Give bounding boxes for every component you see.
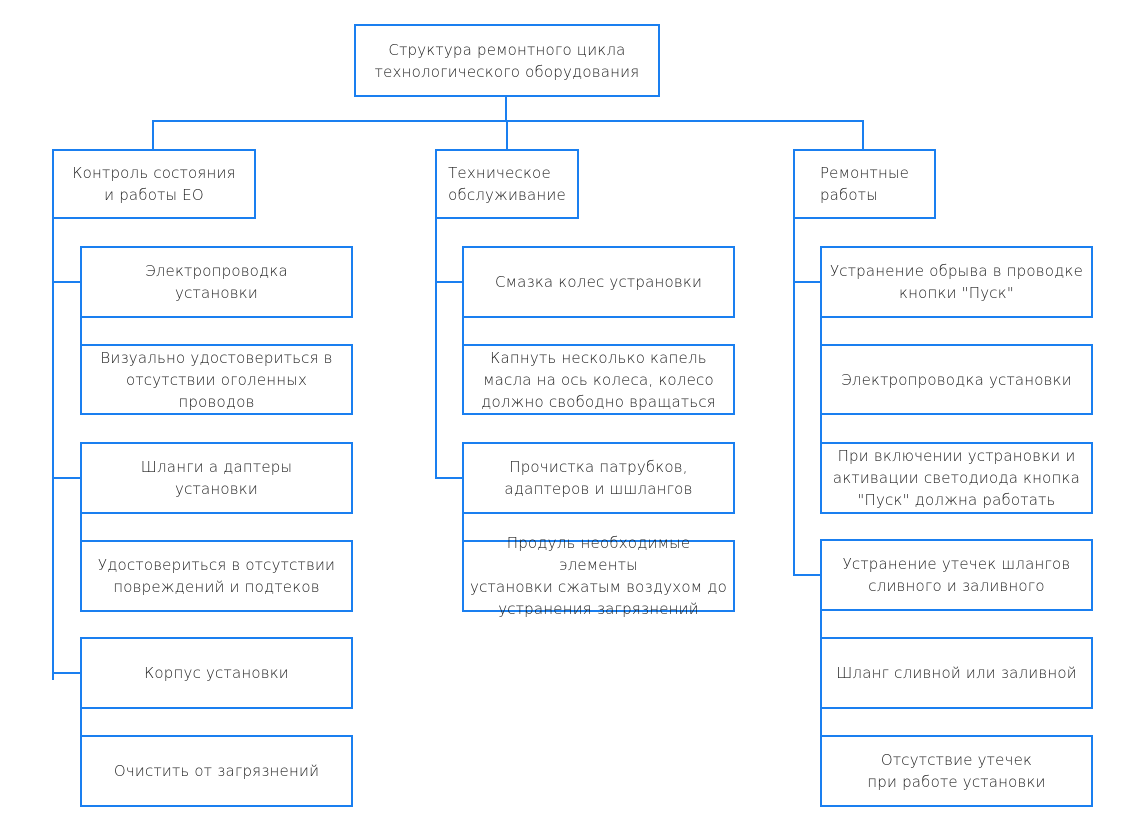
node-label: Электропроводка установки bbox=[841, 370, 1072, 389]
spine-col-2 bbox=[435, 217, 437, 479]
link-col1-3 bbox=[52, 672, 80, 674]
node-col1-item-6: Очистить от загрязнений bbox=[80, 735, 353, 807]
node-col3-item-6: Отсутствие утечек при работе установки bbox=[820, 735, 1093, 807]
branch-node-repair: Ремонтные работы bbox=[793, 149, 936, 219]
node-col3-item-1: Устранение обрыва в проводке кнопки "Пус… bbox=[820, 246, 1093, 318]
node-label: Шланг сливной или заливной bbox=[836, 664, 1077, 682]
spine-col-3 bbox=[793, 217, 795, 576]
sub-link-col1-2 bbox=[80, 512, 82, 542]
node-label: Удостовериться в отсутствии повреждений … bbox=[97, 556, 336, 596]
sub-link-col3-3 bbox=[820, 608, 822, 640]
node-label: Продуль необходимые элементы установки с… bbox=[470, 534, 727, 618]
connector-branch-3 bbox=[862, 120, 864, 150]
node-col2-item-1: Смазка колес устрановки bbox=[462, 246, 735, 318]
connector-branch-2 bbox=[506, 120, 508, 150]
link-col2-1 bbox=[435, 281, 463, 283]
sub-link-col1-3 bbox=[80, 707, 82, 737]
link-col1-1 bbox=[52, 281, 80, 283]
node-label: Визуально удостовериться в отсутствии ог… bbox=[100, 348, 333, 411]
node-col1-item-2: Визуально удостовериться в отсутствии ог… bbox=[80, 344, 353, 415]
spine-col-1 bbox=[52, 217, 54, 680]
node-label: Очистить от загрязнений bbox=[113, 762, 320, 780]
sub-link-col3-2 bbox=[820, 412, 822, 444]
node-label: Смазка колес устрановки bbox=[494, 273, 703, 291]
node-label: Устранение утечек шлангов сливного и зал… bbox=[842, 555, 1071, 595]
node-col1-item-1: Электропроводка установки bbox=[80, 246, 353, 318]
connector-root-down bbox=[505, 95, 507, 122]
branch-node-condition-control: Контроль состояния и работы ЕО bbox=[52, 149, 256, 219]
node-col3-item-4: Устранение утечек шлангов сливного и зал… bbox=[820, 539, 1093, 611]
sub-link-col3-4 bbox=[820, 706, 822, 738]
node-label: Отсутствие утечек при работе установки bbox=[867, 751, 1046, 791]
sub-link-col3-1 bbox=[820, 316, 822, 346]
node-col2-item-2: Капнуть несколько капель масла на ось ко… bbox=[462, 344, 735, 415]
node-label: Устранение обрыва в проводке кнопки "Пус… bbox=[829, 262, 1084, 302]
link-col3-1 bbox=[793, 281, 821, 283]
node-col1-item-3: Шланги а даптеры установки bbox=[80, 442, 353, 514]
node-label: Электропроводка установки bbox=[145, 262, 288, 302]
node-label: Корпус установки bbox=[144, 664, 289, 682]
connector-top-bus bbox=[152, 120, 864, 122]
branch-label: Техническое обслуживание bbox=[448, 164, 566, 204]
node-col2-item-3: Прочистка патрубков, адаптеров и шшланго… bbox=[462, 442, 735, 514]
node-label: При включении устрановки и активации све… bbox=[832, 447, 1081, 509]
branch-label: Контроль состояния и работы ЕО bbox=[72, 164, 236, 204]
sub-link-col2-1 bbox=[462, 316, 464, 346]
node-label: Капнуть несколько капель масла на ось ко… bbox=[481, 348, 716, 411]
node-col3-item-5: Шланг сливной или заливной bbox=[820, 637, 1093, 709]
node-col1-item-4: Удостовериться в отсутствии повреждений … bbox=[80, 540, 353, 612]
node-label: Прочистка патрубков, адаптеров и шшланго… bbox=[504, 458, 693, 498]
link-col2-2 bbox=[435, 477, 463, 479]
node-label: Шланги а даптеры установки bbox=[140, 458, 293, 498]
node-col1-item-5: Корпус установки bbox=[80, 637, 353, 709]
root-node: Структура ремонтного цикла технологическ… bbox=[354, 24, 660, 97]
node-col3-item-2: Электропроводка установки bbox=[820, 344, 1093, 415]
sub-link-col1-1 bbox=[80, 316, 82, 346]
node-col3-item-3: При включении устрановки и активации све… bbox=[820, 442, 1093, 514]
link-col1-2 bbox=[52, 477, 80, 479]
branch-label: Ремонтные работы bbox=[819, 164, 910, 204]
node-col2-item-4: Продуль необходимые элементы установки с… bbox=[462, 534, 735, 618]
link-col3-2 bbox=[793, 574, 821, 576]
root-node-label: Структура ремонтного цикла технологическ… bbox=[374, 40, 640, 81]
branch-node-maintenance: Техническое обслуживание bbox=[435, 149, 579, 219]
connector-branch-1 bbox=[152, 120, 154, 150]
sub-link-col2-2 bbox=[462, 512, 464, 542]
